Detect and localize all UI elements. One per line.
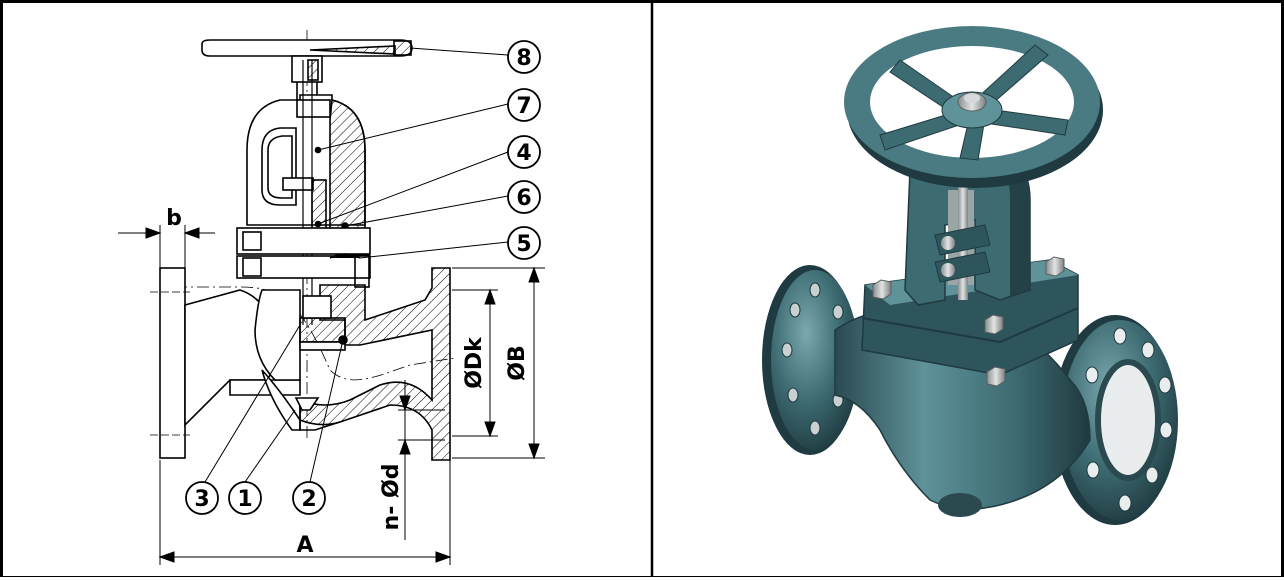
dimension-A (158, 460, 452, 565)
valve-body-section (150, 267, 451, 461)
leader-lines (204, 47, 509, 483)
body-bottom-plug (938, 493, 982, 517)
handwheel-3d (844, 26, 1103, 188)
callout-7-label: 7 (516, 94, 531, 119)
callout-circles (185, 40, 541, 515)
callout-2-label: 2 (301, 487, 316, 512)
callout-5-label: 5 (516, 232, 531, 257)
outlet-flange (1053, 315, 1178, 525)
dim-A-label: A (296, 533, 313, 558)
dim-nd-label: n- Ød (379, 464, 404, 531)
callout-4-label: 4 (516, 141, 531, 166)
dim-b-label: b (166, 206, 182, 231)
callout-8-label: 8 (516, 46, 531, 71)
dimension-b (118, 225, 215, 268)
callout-3-label: 3 (194, 487, 209, 512)
callout-6-label: 6 (516, 186, 531, 211)
valve-3d-render (762, 26, 1178, 525)
handwheel-section (201, 39, 413, 100)
callout-1-label: 1 (237, 487, 252, 512)
dim-B-label: ØB (505, 345, 530, 380)
yoke-3d (904, 149, 1031, 306)
dimension-B (452, 266, 545, 460)
dimension-Dk (452, 288, 498, 438)
bonnet-flange (236, 227, 371, 288)
cross-section-drawing (118, 30, 545, 565)
dim-Dk-label: ØDk (462, 336, 487, 389)
dimension-nd (398, 380, 445, 540)
inlet-flange (762, 265, 859, 455)
